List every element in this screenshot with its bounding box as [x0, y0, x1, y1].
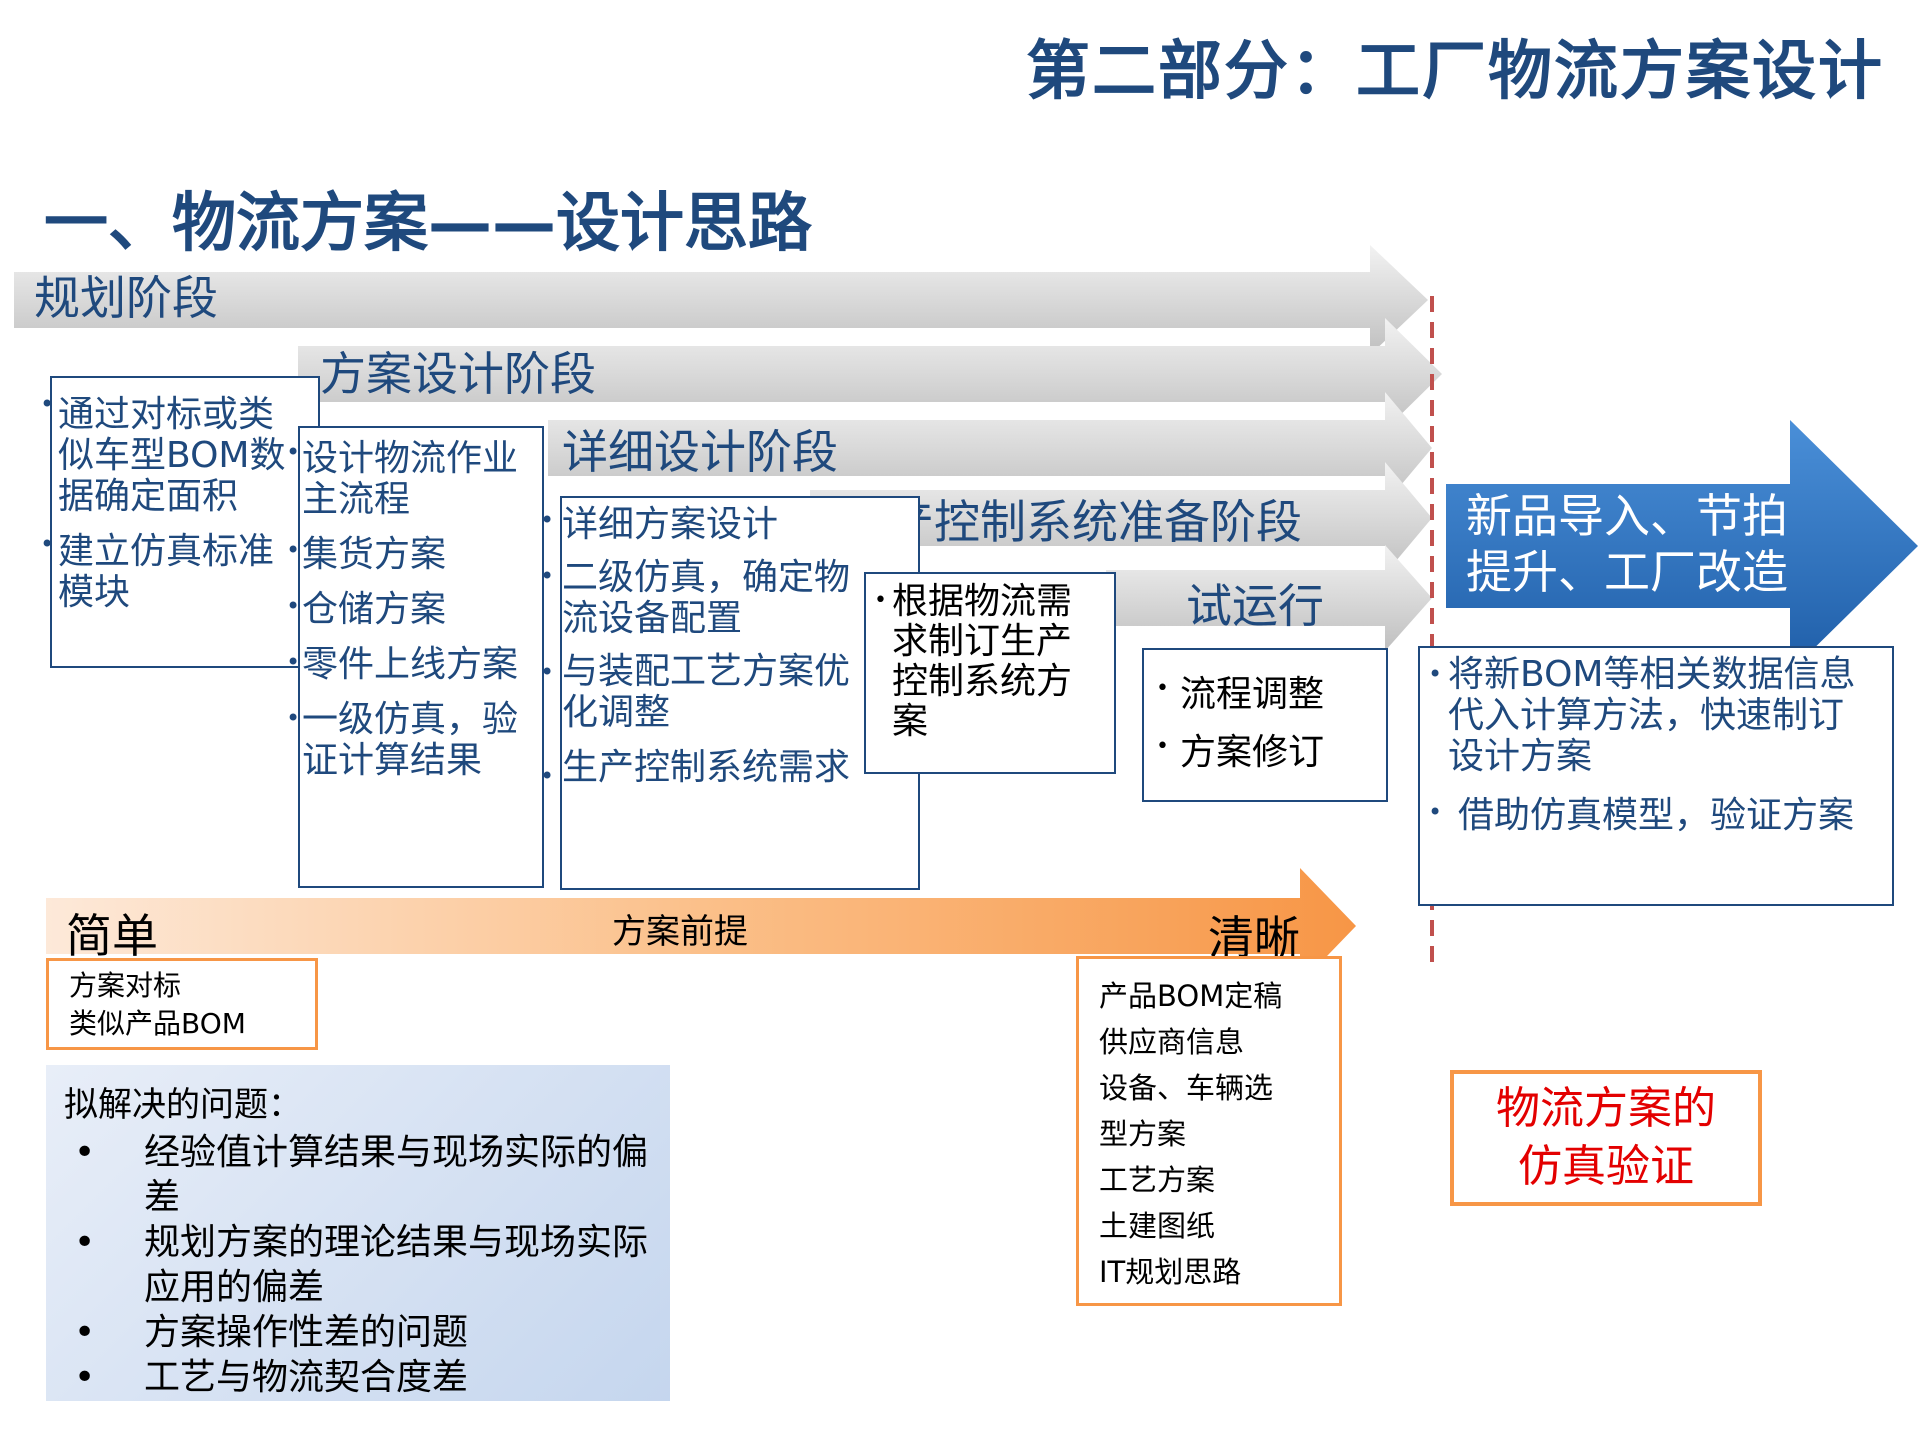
premise-simple-label: 简单 [66, 909, 158, 963]
bullet-icon: • [1428, 660, 1443, 688]
premise-right-line: 产品BOM定稿 [1099, 979, 1283, 1013]
planning-arrow [14, 245, 1428, 355]
bullet-icon: • [874, 588, 887, 613]
problem-item: 经验值计算结果与现场实际的偏 差 [64, 1130, 652, 1220]
new-product-line: 将新BOM等相关数据信息 [1448, 654, 1856, 695]
detail-line: 流设备配置 [562, 598, 743, 639]
trial-item: 流程调整 [1180, 674, 1325, 715]
bullet-icon: • [286, 648, 301, 676]
bullet-icon: • [540, 562, 555, 590]
detail-line: 二级仿真，确定物 [562, 557, 851, 598]
premise-right-line: 型方案 [1099, 1117, 1187, 1151]
simulation-line-2: 仿真验证 [1518, 1141, 1694, 1192]
simulation-line-1: 物流方案的 [1496, 1083, 1716, 1134]
bullet-icon: • [540, 658, 555, 686]
bullet-icon: • [286, 592, 301, 620]
page-title: 第二部分：工厂物流方案设计 [1026, 35, 1884, 109]
scheme-line: 集货方案 [302, 534, 447, 575]
problem-item: 方案操作性差的问题 [64, 1310, 652, 1355]
planning-box: 通过对标或类 似车型BOM数 据确定面积 建立仿真标准 模块 [50, 376, 320, 668]
bullet-icon: • [1156, 734, 1169, 759]
bullet-icon: • [1428, 798, 1443, 826]
scheme-line: 证计算结果 [302, 740, 483, 781]
planning-line: 模块 [58, 572, 131, 613]
stage-label-detail-design: 详细设计阶段 [562, 425, 838, 479]
bullet-icon: • [286, 438, 301, 466]
problems-heading: 拟解决的问题： [64, 1085, 302, 1125]
new-product-line-1: 新品导入、节拍 [1466, 489, 1788, 543]
new-product-line-2: 提升、工厂改造 [1466, 545, 1788, 599]
production-control-box: • 根据物流需 求制订生产 控制系统方 案 [864, 572, 1116, 774]
production-line: 案 [892, 701, 929, 742]
production-line: 控制系统方 [892, 661, 1073, 702]
stage-label-scheme-design: 方案设计阶段 [320, 347, 596, 401]
problems-box: 拟解决的问题： 经验值计算结果与现场实际的偏 差 规划方案的理论结果与现场实际 … [46, 1065, 670, 1401]
problem-item: 规划方案的理论结果与现场实际 应用的偏差 [64, 1220, 652, 1310]
premise-left-line: 方案对标 [69, 969, 182, 1002]
section-title: 一、物流方案——设计思路 [44, 187, 812, 261]
new-product-box: • • 将新BOM等相关数据信息 代入计算方法，快速制订 设计方案 借助仿真模型… [1418, 646, 1894, 906]
premise-left-box: 方案对标 类似产品BOM [46, 958, 318, 1050]
premise-arrow [46, 868, 1356, 984]
bullet-icon: • [286, 536, 301, 564]
new-product-arrow [1446, 420, 1918, 672]
simulation-box: 物流方案的 仿真验证 [1450, 1070, 1762, 1206]
detail-line: 详细方案设计 [562, 504, 779, 545]
trial-run-box: • • 流程调整 方案修订 [1142, 648, 1388, 802]
planning-line: 通过对标或类 [58, 394, 275, 435]
planning-line: 据确定面积 [58, 476, 239, 517]
stage-label-trial-run: 试运行 [1186, 579, 1324, 633]
bullet-icon: • [1156, 676, 1169, 701]
premise-right-line: 土建图纸 [1099, 1209, 1216, 1243]
premise-right-line: 设备、车辆选 [1099, 1071, 1274, 1105]
premise-right-box: 产品BOM定稿 供应商信息 设备、车辆选 型方案 工艺方案 土建图纸 IT规划思… [1076, 956, 1342, 1306]
bullet-icon: • [540, 762, 555, 790]
production-control-arrow [810, 462, 1432, 574]
premise-right-line: IT规划思路 [1099, 1255, 1242, 1289]
new-product-line: 设计方案 [1448, 736, 1593, 777]
scheme-line: 设计物流作业 [302, 438, 519, 479]
new-product-label: 新品导入、节拍 提升、工厂改造 [1466, 488, 1796, 600]
stage-label-planning: 规划阶段 [34, 271, 218, 325]
trial-run-arrow [1106, 545, 1432, 651]
scheme-line: 主流程 [302, 479, 411, 520]
new-product-line: 借助仿真模型，验证方案 [1458, 795, 1855, 836]
scheme-design-arrow [298, 318, 1442, 430]
scheme-line: 零件上线方案 [302, 644, 519, 685]
scheme-line: 仓储方案 [302, 589, 447, 630]
production-line: 根据物流需 [892, 581, 1073, 622]
new-product-line: 代入计算方法，快速制订 [1448, 695, 1845, 736]
premise-right-line: 工艺方案 [1099, 1163, 1216, 1197]
detail-design-arrow [548, 392, 1432, 504]
premise-right-line: 供应商信息 [1099, 1025, 1245, 1059]
bullet-icon: • [40, 390, 55, 418]
premise-left-line: 类似产品BOM [69, 1007, 246, 1040]
problem-item: 工艺与物流契合度差 [64, 1355, 652, 1400]
scheme-design-box: 设计物流作业 主流程 集货方案 仓储方案 零件上线方案 一级仿真，验 证计算结果 [298, 426, 544, 888]
problems-list: 经验值计算结果与现场实际的偏 差 规划方案的理论结果与现场实际 应用的偏差 方案… [64, 1130, 652, 1400]
planning-line: 似车型BOM数 [58, 435, 286, 476]
production-line: 求制订生产 [892, 621, 1073, 662]
detail-line: 生产控制系统需求 [562, 747, 851, 788]
bullet-icon: • [540, 506, 555, 534]
trial-item: 方案修订 [1180, 732, 1325, 773]
scheme-line: 一级仿真，验 [302, 699, 519, 740]
detail-line: 与装配工艺方案优 [562, 651, 851, 692]
detail-line: 化调整 [562, 692, 671, 733]
bullet-icon: • [286, 704, 301, 732]
planning-line: 建立仿真标准 [58, 531, 275, 572]
premise-label: 方案前提 [612, 912, 748, 952]
bullet-icon: • [40, 530, 55, 558]
planning-box-text: 通过对标或类 似车型BOM数 据确定面积 建立仿真标准 模块 [58, 394, 318, 613]
